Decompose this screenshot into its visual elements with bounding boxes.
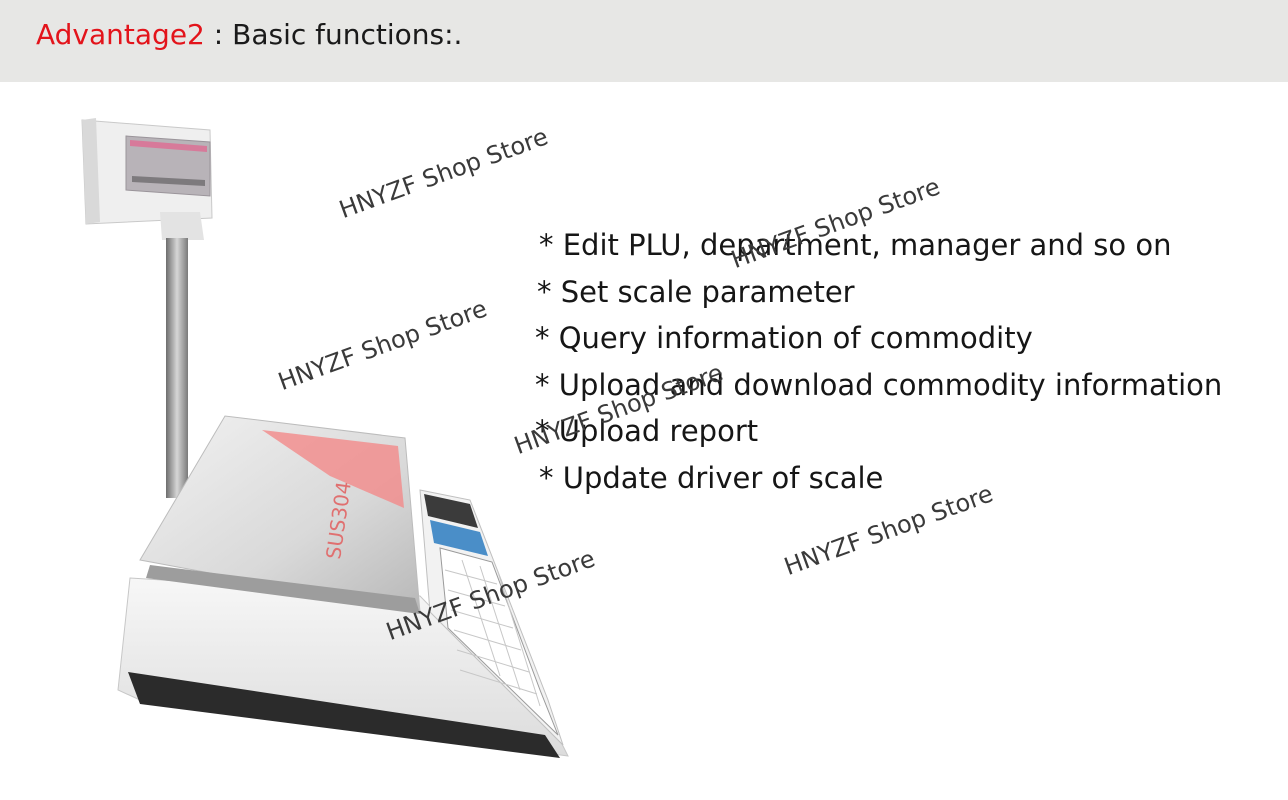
header-title: Advantage2 : Basic functions:.: [36, 18, 462, 51]
price-computing-scale-icon: SUS304: [81, 118, 569, 758]
feature-item: * Update driver of scale: [539, 460, 884, 495]
header-bar: Advantage2 : Basic functions:.: [0, 0, 1288, 82]
feature-item: * Edit PLU, department, manager and so o…: [539, 228, 1172, 262]
feature-item: * Set scale parameter: [537, 274, 855, 309]
feature-item: * Query information of commodity: [535, 321, 1033, 356]
header-accent-label: Advantage2: [36, 18, 205, 51]
feature-list: * Edit PLU, department, manager and so o…: [535, 222, 1222, 502]
header-title-text: : Basic functions:.: [204, 18, 463, 51]
feature-item: * Upload and download commodity informat…: [535, 367, 1223, 402]
feature-item: * Upload report: [535, 414, 759, 449]
